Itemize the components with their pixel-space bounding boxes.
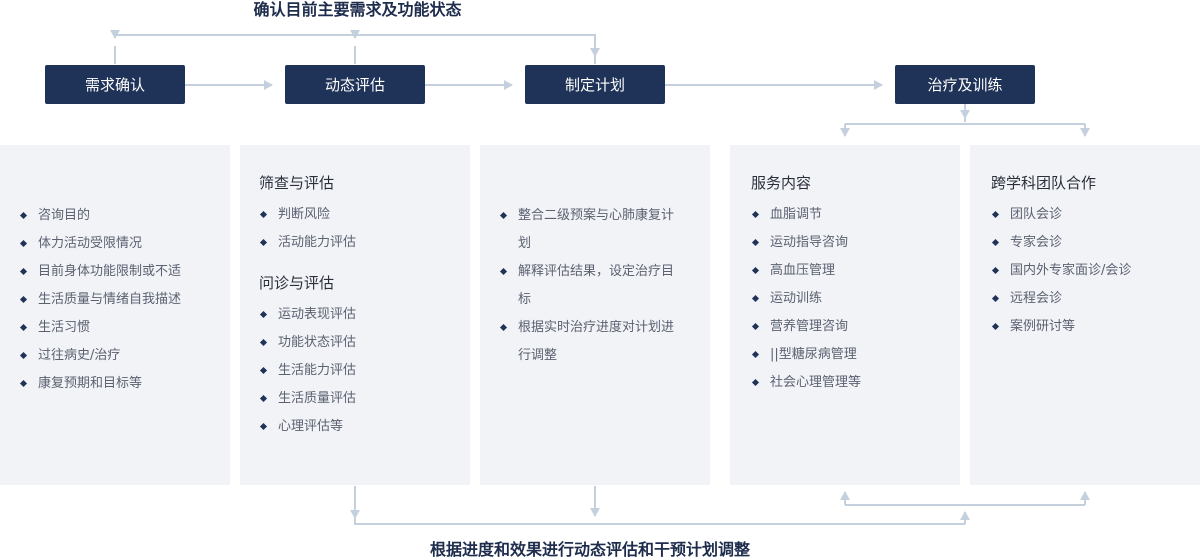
list-item: ||型糖尿病管理 (750, 341, 960, 369)
service-list: 血脂调节 运动指导咨询 高血压管理 运动训练 营养管理咨询 ||型糖尿病管理 社… (750, 201, 960, 397)
list-item: 血脂调节 (750, 201, 960, 229)
list-item: 运动训练 (750, 285, 960, 313)
team-title: 跨学科团队合作 (991, 174, 1097, 192)
list-item: 专家会诊 (990, 229, 1200, 257)
step-treat: 治疗及训练 (895, 65, 1035, 104)
list-item: 生活质量与情绪自我描述 (18, 286, 230, 314)
bottom-caption: 根据进度和效果进行动态评估和干预计划调整 (429, 540, 750, 559)
list-item: 运动指导咨询 (750, 229, 960, 257)
panel-service: 服务内容 血脂调节 运动指导咨询 高血压管理 运动训练 营养管理咨询 ||型糖尿… (730, 145, 960, 485)
step-needs: 需求确认 (45, 65, 185, 104)
needs-list: 咨询目的 体力活动受限情况 目前身体功能限制或不适 生活质量与情绪自我描述 生活… (18, 202, 230, 398)
top-caption: 确认目前主要需求及功能状态 (253, 0, 462, 19)
step-assess: 动态评估 (285, 65, 425, 104)
list-item: 功能状态评估 (258, 329, 470, 357)
list-item: 社会心理管理等 (750, 369, 960, 397)
panel-needs: 咨询目的 体力活动受限情况 目前身体功能限制或不适 生活质量与情绪自我描述 生活… (0, 145, 230, 485)
list-item: 案例研讨等 (990, 313, 1200, 341)
list-item: 生活习惯 (18, 314, 230, 342)
list-item: 目前身体功能限制或不适 (18, 258, 230, 286)
list-item: 解释评估结果，设定治疗目标 (498, 258, 680, 314)
service-title: 服务内容 (751, 174, 812, 192)
consult-list: 运动表现评估 功能状态评估 生活能力评估 生活质量评估 心理评估等 (258, 301, 470, 441)
list-item: 生活能力评估 (258, 357, 470, 385)
group-title-consult: 问诊与评估 (259, 274, 335, 292)
list-item: 整合二级预案与心肺康复计划 (498, 202, 680, 258)
list-item: 心理评估等 (258, 413, 470, 441)
list-item: 康复预期和目标等 (18, 370, 230, 398)
bottom-loop-line (354, 486, 965, 525)
list-item: 咨询目的 (18, 202, 230, 230)
panel-team: 跨学科团队合作 团队会诊 专家会诊 国内外专家面诊/会诊 远程会诊 案例研讨等 (970, 145, 1200, 485)
list-item: 判断风险 (258, 201, 470, 229)
list-item: 过往病史/治疗 (18, 342, 230, 370)
team-list: 团队会诊 专家会诊 国内外专家面诊/会诊 远程会诊 案例研讨等 (990, 201, 1200, 341)
step-plan: 制定计划 (525, 65, 665, 104)
screening-list: 判断风险 活动能力评估 (258, 201, 470, 257)
list-item: 营养管理咨询 (750, 313, 960, 341)
group-title-screening: 筛查与评估 (259, 174, 335, 192)
list-item: 高血压管理 (750, 257, 960, 285)
panel-assess: 筛查与评估 判断风险 活动能力评估 问诊与评估 运动表现评估 功能状态评估 生活… (240, 145, 470, 485)
list-item: 远程会诊 (990, 285, 1200, 313)
list-item: 生活质量评估 (258, 385, 470, 413)
panel-plan: 整合二级预案与心肺康复计划 解释评估结果，设定治疗目标 根据实时治疗进度对计划进… (480, 145, 710, 485)
list-item: 根据实时治疗进度对计划进行调整 (498, 314, 680, 370)
plan-list: 整合二级预案与心肺康复计划 解释评估结果，设定治疗目标 根据实时治疗进度对计划进… (498, 202, 680, 370)
list-item: 运动表现评估 (258, 301, 470, 329)
list-item: 团队会诊 (990, 201, 1200, 229)
list-item: 活动能力评估 (258, 229, 470, 257)
list-item: 体力活动受限情况 (18, 230, 230, 258)
list-item: 国内外专家面诊/会诊 (990, 257, 1200, 285)
